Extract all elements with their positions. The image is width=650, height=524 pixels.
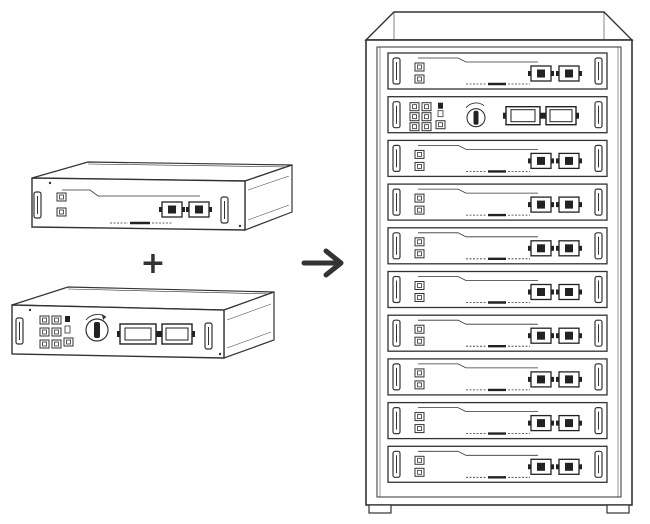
handle-icon (392, 450, 401, 478)
breaker-icon (527, 371, 555, 388)
port-icon (409, 102, 420, 112)
port-icon (414, 149, 425, 159)
breaker-icon (555, 371, 583, 388)
breaker-icon (555, 458, 583, 475)
breaker-icon (555, 196, 583, 213)
rotary-switch-icon (465, 102, 486, 128)
handle-icon (594, 188, 603, 216)
breaker-icon (527, 240, 555, 257)
port-icon (414, 281, 425, 290)
breaker-icon (185, 201, 213, 218)
arrow-right-icon (301, 248, 344, 278)
breaker-icon (527, 152, 555, 170)
port-icon (421, 122, 432, 132)
port-icon (39, 315, 50, 325)
port-icon (51, 327, 62, 337)
handle-icon (594, 407, 603, 435)
handle-icon (392, 101, 401, 129)
breaker-icon (527, 196, 555, 213)
handle-icon (33, 191, 42, 219)
rack-battery-module (387, 183, 608, 221)
port-icon (56, 207, 67, 217)
rack-battery-module (387, 314, 608, 352)
port-icon (414, 161, 425, 171)
rotary-switch-icon (85, 314, 109, 342)
port-icon (414, 368, 425, 378)
port-icon (56, 192, 67, 202)
handle-icon (594, 101, 603, 129)
rack-battery-module (387, 227, 608, 265)
rack-cabinet (364, 11, 634, 514)
handle-icon (594, 232, 603, 260)
port-icon (414, 467, 425, 477)
handle-icon (392, 232, 401, 260)
breaker-icon (555, 327, 583, 344)
port-icon (414, 424, 425, 434)
rack-battery-module (387, 358, 608, 396)
breaker-icon (527, 458, 555, 475)
breaker-icon (158, 201, 186, 218)
port-icon (414, 74, 425, 84)
port-icon (409, 122, 420, 132)
port-icon (414, 249, 425, 259)
port-icon (414, 412, 425, 422)
breaker-icon (555, 283, 583, 301)
handle-icon (392, 188, 401, 216)
handle-icon (220, 196, 229, 224)
port-icon (414, 193, 425, 203)
port-icon (414, 293, 425, 302)
port-icon (414, 380, 425, 390)
handle-icon (594, 144, 603, 172)
handle-icon (204, 322, 213, 350)
rack-battery-module (387, 139, 608, 178)
rack-battery-module (387, 270, 608, 309)
handle-icon (594, 319, 603, 347)
battery-module (31, 161, 293, 231)
handle-icon (392, 57, 401, 85)
handle-icon (392, 319, 401, 347)
port-icon (39, 339, 50, 349)
breaker-icon (555, 240, 583, 257)
port-icon (414, 455, 425, 465)
handle-icon (594, 275, 603, 304)
port-icon (421, 112, 432, 122)
port-icon (421, 102, 432, 112)
handle-icon (594, 57, 603, 85)
handle-icon (594, 450, 603, 478)
breaker-icon (527, 327, 555, 344)
rack-battery-module (387, 52, 608, 90)
breaker-icon (555, 65, 583, 82)
port-icon (414, 205, 425, 215)
breaker-icon (527, 65, 555, 82)
handle-icon (15, 317, 24, 345)
port-icon (414, 324, 425, 334)
handle-icon (392, 275, 401, 304)
port-icon (51, 339, 62, 349)
port-icon (435, 120, 446, 130)
breaker-icon (555, 414, 583, 432)
port-icon (39, 327, 50, 337)
port-icon (414, 336, 425, 346)
handle-icon (392, 363, 401, 391)
port-icon (414, 237, 425, 247)
port-icon (51, 315, 62, 325)
port-icon (414, 62, 425, 72)
port-icon (409, 112, 420, 122)
handle-icon (392, 144, 401, 172)
rack-battery-module (387, 445, 608, 483)
handle-icon (392, 407, 401, 435)
plus-sign: + (140, 246, 165, 281)
port-icon (63, 337, 74, 347)
controller-module (11, 286, 275, 359)
breaker-icon (527, 283, 555, 301)
breaker-icon (555, 152, 583, 170)
rack-battery-module (387, 401, 608, 440)
rack-controller-module (387, 96, 608, 134)
breaker-icon (527, 414, 555, 432)
handle-icon (594, 363, 603, 391)
